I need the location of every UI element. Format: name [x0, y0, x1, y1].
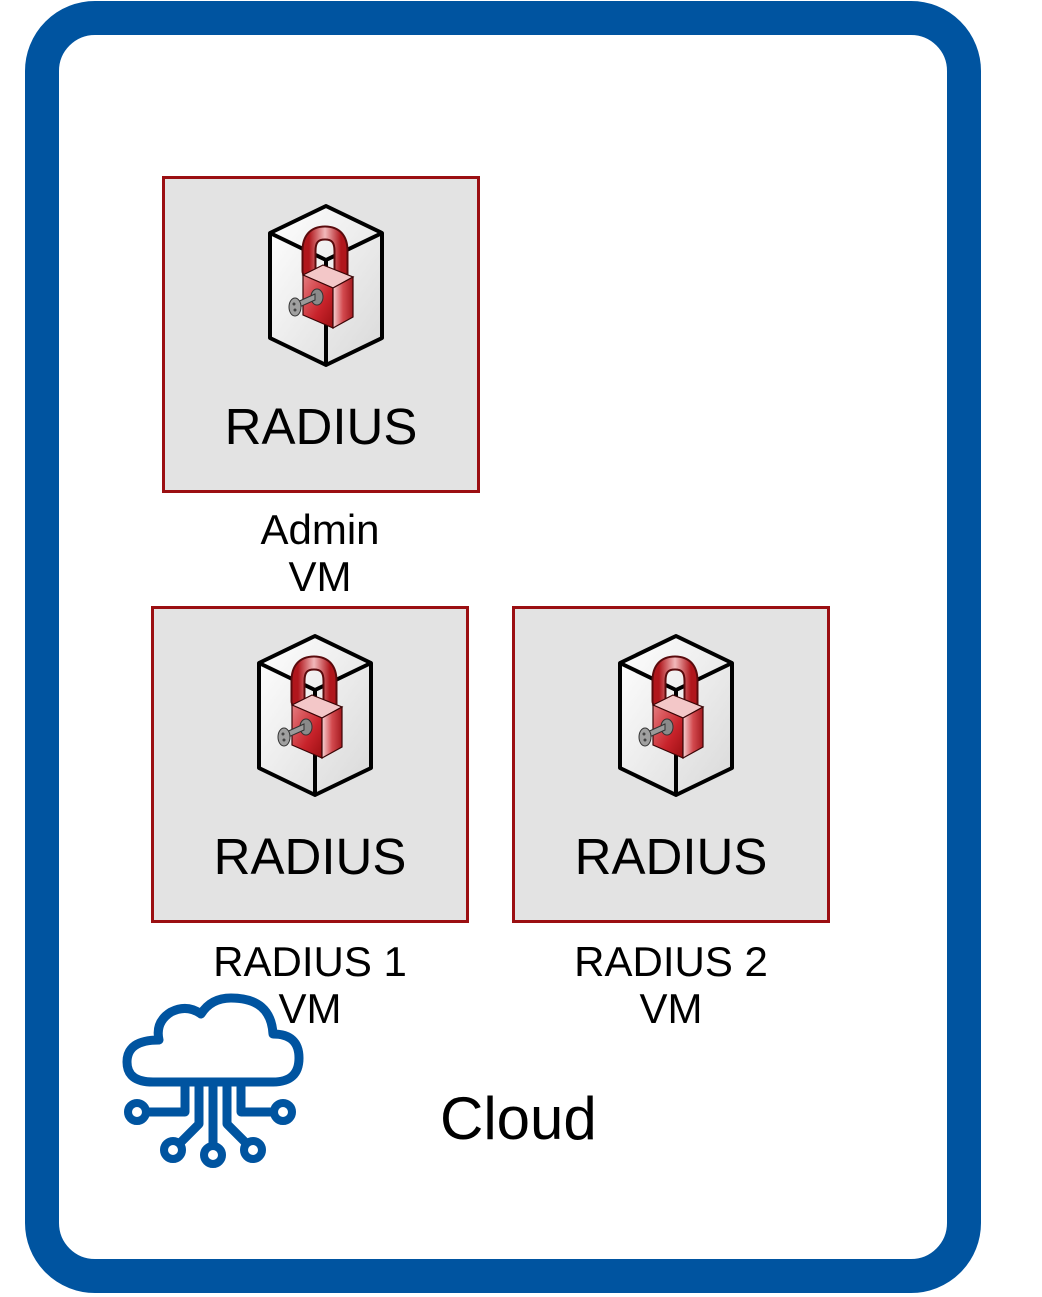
- radius2-vm-caption: RADIUS 2 VM: [511, 938, 831, 1032]
- server-box-label: RADIUS: [213, 828, 407, 885]
- radius1-server-box[interactable]: RADIUS: [151, 606, 469, 923]
- caption-line1: Admin: [260, 506, 380, 553]
- caption-line1: RADIUS 1: [213, 938, 407, 985]
- security-server-lock-icon: [615, 633, 737, 797]
- admin-radius-server-box[interactable]: RADIUS: [162, 176, 480, 493]
- server-box-label: RADIUS: [574, 828, 768, 885]
- security-server-lock-icon: [265, 203, 387, 367]
- cloud-label: Cloud: [440, 1085, 597, 1152]
- cloud-container-frame: [25, 1, 981, 1293]
- security-server-lock-icon: [254, 633, 376, 797]
- caption-line2: VM: [278, 985, 342, 1032]
- radius2-server-box[interactable]: RADIUS: [512, 606, 830, 923]
- cloud-network-icon: [122, 993, 304, 1168]
- radius1-vm-caption: RADIUS 1 VM: [150, 938, 470, 1032]
- caption-line1: RADIUS 2: [574, 938, 768, 985]
- caption-line2: VM: [288, 553, 352, 600]
- caption-line2: VM: [639, 985, 703, 1032]
- admin-vm-caption: Admin VM: [160, 506, 480, 600]
- server-box-label: RADIUS: [224, 398, 418, 455]
